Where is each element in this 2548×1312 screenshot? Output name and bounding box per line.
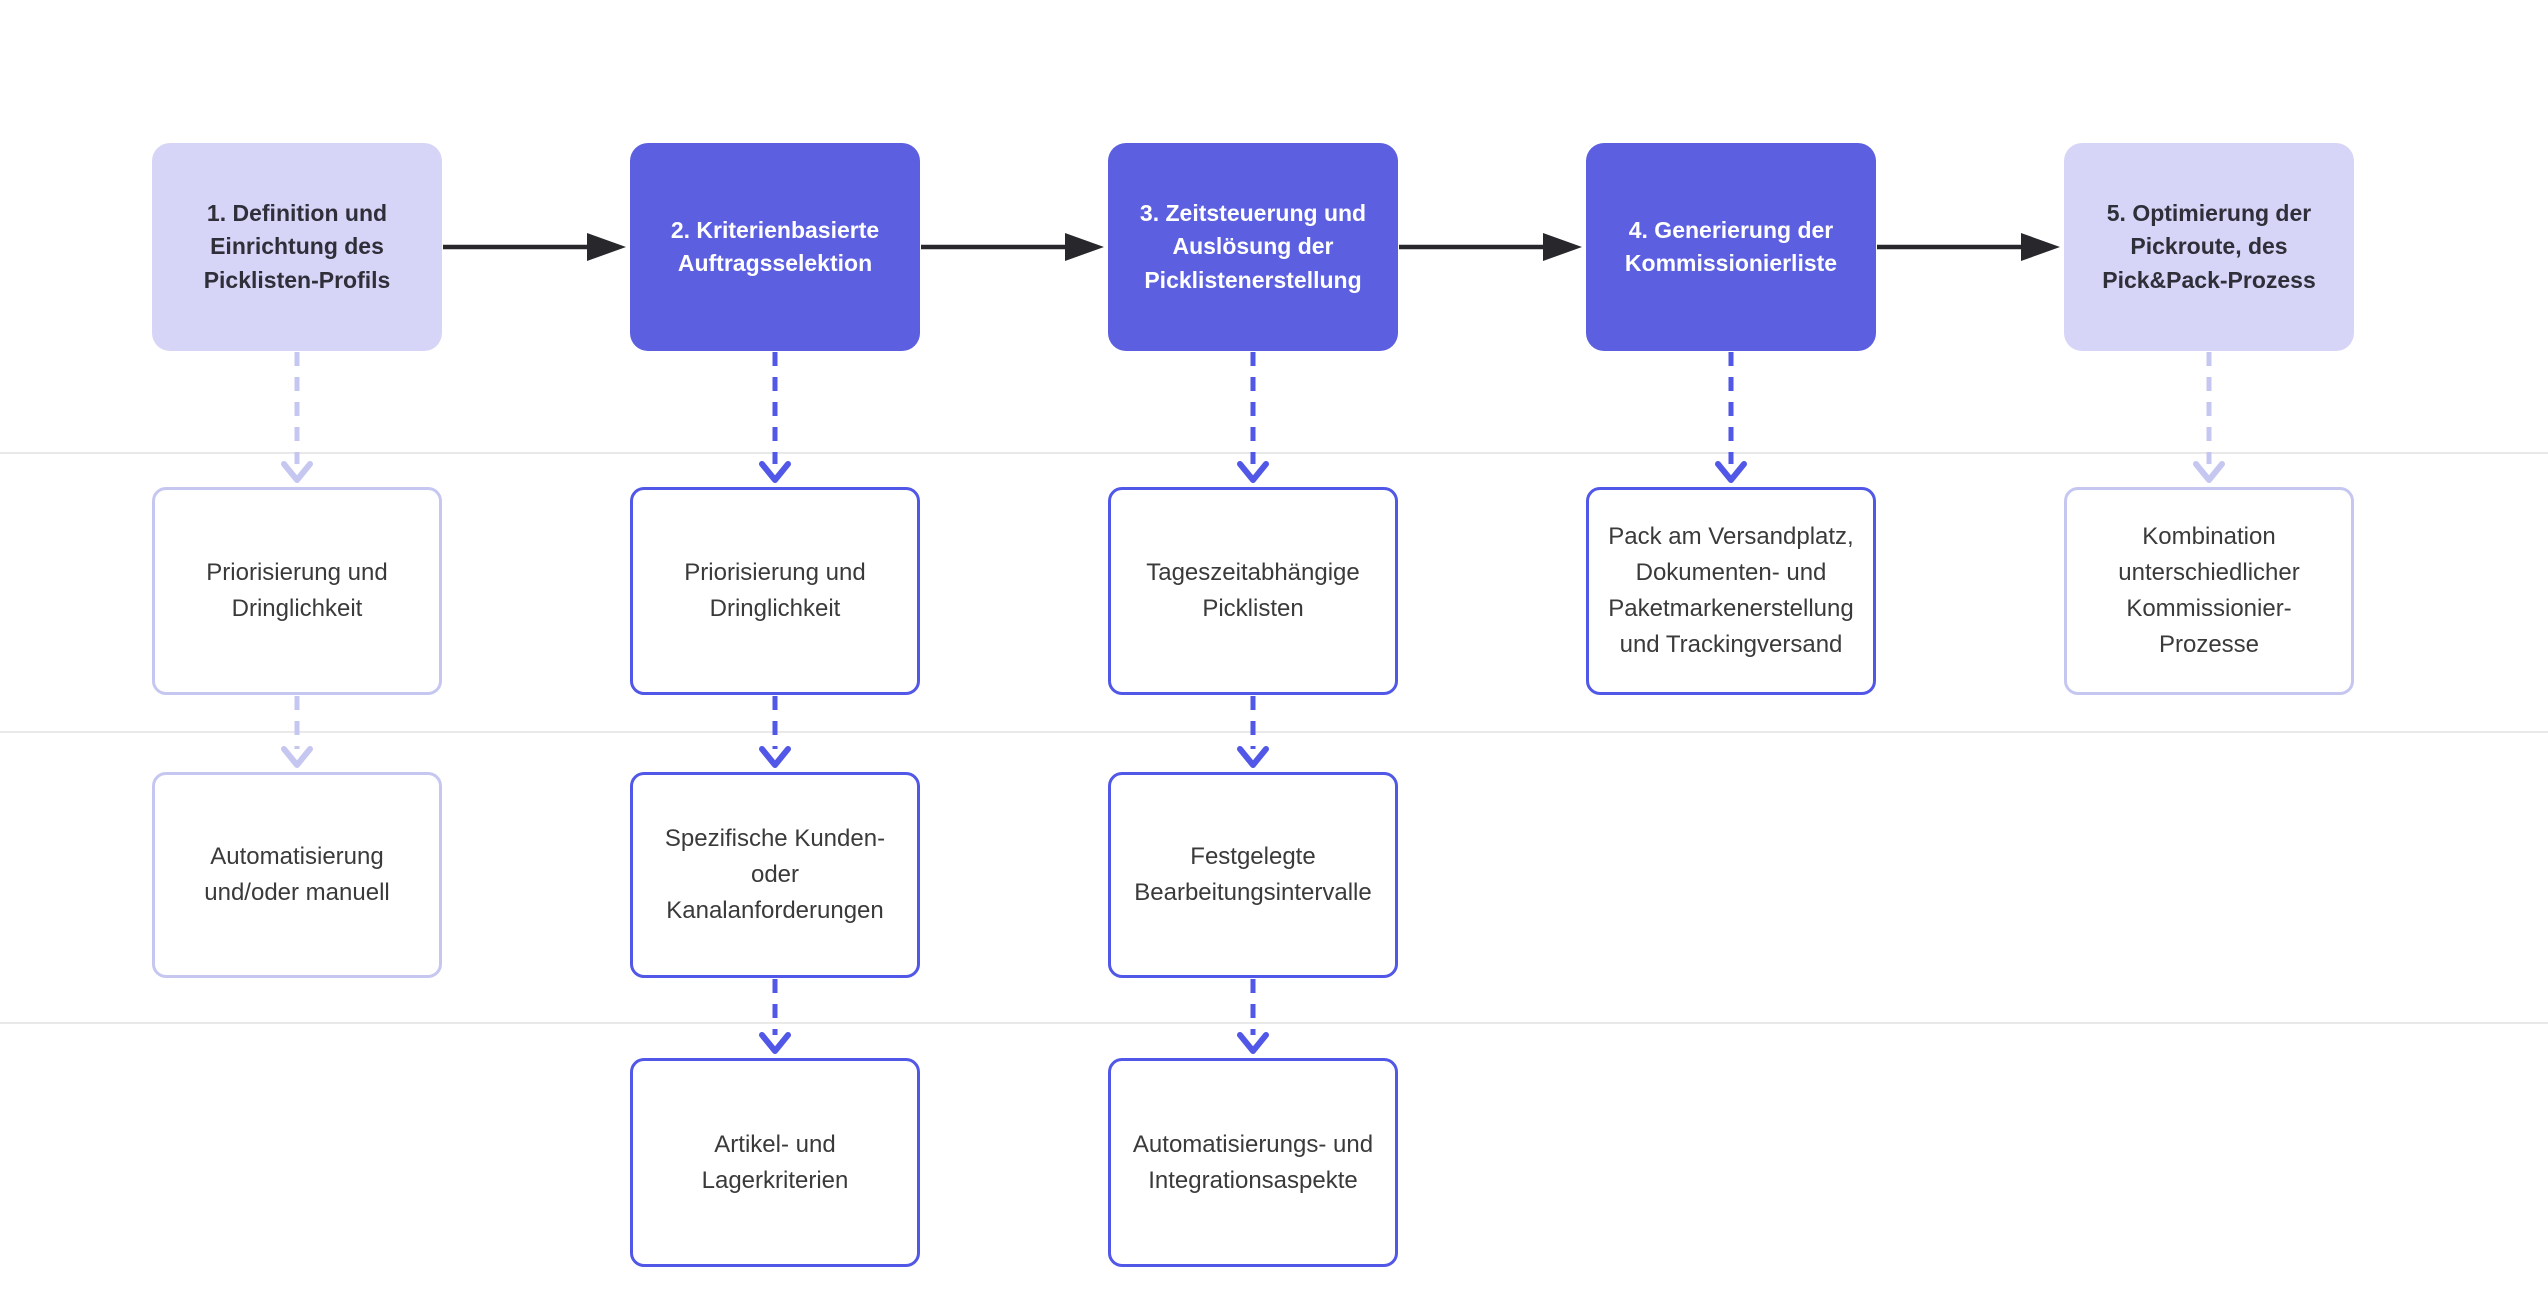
arrowhead-down-icon xyxy=(759,1032,791,1054)
substep-box-4-1: Pack am Versandplatz, Dokumenten- und Pa… xyxy=(1586,487,1876,695)
step-label-3: 3. Zeitsteuerung und Auslösung der Pickl… xyxy=(1139,199,1367,293)
row-divider-2 xyxy=(0,731,2548,733)
step-box-5: 5. Optimierung der Pickroute, des Pick&P… xyxy=(2064,143,2354,351)
substep-label-2-1: Priorisierung und Dringlichkeit xyxy=(684,559,866,622)
flow-arrow-step2-step3 xyxy=(921,233,1104,261)
drill-arrow-step4-sub1 xyxy=(1715,352,1747,483)
arrowhead-down-icon xyxy=(281,746,313,768)
arrowhead-down-icon xyxy=(1237,746,1269,768)
flow-arrow-step3-step4 xyxy=(1399,233,1582,261)
substep-label-3-3: Automatisierungs- und Integrationsaspekt… xyxy=(1132,1130,1374,1194)
substep-box-1-1: Priorisierung und Dringlichkeit xyxy=(152,487,442,695)
step-box-2: 2. Kriterienbasierte Auftragsselektion xyxy=(630,143,920,351)
drill-arrow-step3-sub1 xyxy=(1237,352,1269,483)
drill-arrow-step3-sub2 xyxy=(1237,696,1269,768)
arrowhead-down-icon xyxy=(2193,461,2225,483)
substep-box-3-3: Automatisierungs- und Integrationsaspekt… xyxy=(1108,1058,1398,1267)
arrowhead-right-icon xyxy=(2021,233,2060,261)
arrowhead-right-icon xyxy=(587,233,626,261)
substep-label-1-1: Priorisierung und Dringlichkeit xyxy=(206,559,388,622)
substep-box-2-3: Artikel- und Lagerkriterien xyxy=(630,1058,920,1267)
substep-box-5-1: Kombination unterschiedlicher Kommission… xyxy=(2064,487,2354,695)
drill-arrow-step2-sub3 xyxy=(759,979,791,1054)
arrowhead-down-icon xyxy=(281,461,313,483)
row-divider-3 xyxy=(0,1022,2548,1024)
flow-arrow-step1-step2 xyxy=(443,233,626,261)
arrowhead-down-icon xyxy=(1237,1032,1269,1054)
drill-arrow-step1-sub1 xyxy=(281,352,313,483)
substep-label-1-2: Automatisierung und/oder manuell xyxy=(204,843,390,906)
substep-label-5-1: Kombination unterschiedlicher Kommission… xyxy=(2118,523,2300,658)
step-box-1: 1. Definition und Einrichtung des Pickli… xyxy=(152,143,442,351)
step-label-5: 5. Optimierung der Pickroute, des Pick&P… xyxy=(2102,199,2316,293)
substep-box-2-2: Spezifische Kunden- oder Kanalanforderun… xyxy=(630,772,920,978)
step-box-4: 4. Generierung der Kommissionierliste xyxy=(1586,143,1876,351)
arrowhead-down-icon xyxy=(1237,461,1269,483)
drill-arrow-step2-sub2 xyxy=(759,696,791,768)
flow-arrow-step4-step5 xyxy=(1877,233,2060,261)
substep-label-2-2: Spezifische Kunden- oder Kanalanforderun… xyxy=(664,825,886,924)
step-box-3: 3. Zeitsteuerung und Auslösung der Pickl… xyxy=(1108,143,1398,351)
drill-arrow-step5-sub1 xyxy=(2193,352,2225,483)
arrowhead-down-icon xyxy=(759,746,791,768)
substep-label-2-3: Artikel- und Lagerkriterien xyxy=(701,1130,849,1194)
substep-box-2-1: Priorisierung und Dringlichkeit xyxy=(630,487,920,695)
substep-box-3-2: Festgelegte Bearbeitungsintervalle xyxy=(1108,772,1398,978)
drill-arrow-step3-sub3 xyxy=(1237,979,1269,1054)
substep-box-3-1: Tageszeitabhängige Picklisten xyxy=(1108,487,1398,695)
arrowhead-right-icon xyxy=(1543,233,1582,261)
arrowhead-down-icon xyxy=(759,461,791,483)
step-label-4: 4. Generierung der Kommissionierliste xyxy=(1624,216,1838,276)
substep-label-3-1: Tageszeitabhängige Picklisten xyxy=(1146,559,1360,622)
step-label-2: 2. Kriterienbasierte Auftragsselektion xyxy=(670,216,880,276)
step-label-1: 1. Definition und Einrichtung des Pickli… xyxy=(203,199,391,293)
drill-arrow-step1-sub2 xyxy=(281,696,313,768)
row-divider-1 xyxy=(0,452,2548,454)
substep-label-3-2: Festgelegte Bearbeitungsintervalle xyxy=(1134,843,1372,906)
arrowhead-right-icon xyxy=(1065,233,1104,261)
substep-box-1-2: Automatisierung und/oder manuell xyxy=(152,772,442,978)
substep-label-4-1: Pack am Versandplatz, Dokumenten- und Pa… xyxy=(1608,523,1854,658)
drill-arrow-step2-sub1 xyxy=(759,352,791,483)
arrowhead-down-icon xyxy=(1715,461,1747,483)
